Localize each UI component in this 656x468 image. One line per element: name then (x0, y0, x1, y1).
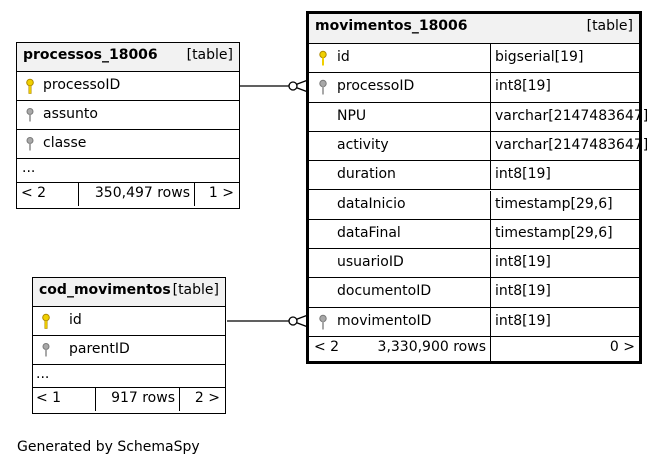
index-key-icon (319, 314, 327, 330)
column-type: varchar[2147483647] (490, 131, 648, 161)
row-count: 917 rows (95, 388, 179, 411)
column-type: int8[19] (490, 278, 639, 307)
table-type: [table] (172, 282, 219, 298)
ellipsis: ... (36, 366, 50, 382)
column-name: activity (337, 136, 389, 153)
column-row: processoID int8[19] (309, 73, 639, 103)
column-name: classe (43, 135, 87, 151)
row-count: 350,497 rows (78, 183, 194, 206)
column-name: movimentoID (337, 312, 432, 329)
column-row: dataInicio timestamp[29,6] (309, 190, 639, 220)
table-type: [table] (586, 18, 633, 34)
primary-key-icon (319, 50, 327, 66)
column-name: id (337, 49, 350, 65)
table-footer: < 2 3,330,900 rows 0 > (309, 337, 639, 361)
column-name: parentID (69, 341, 130, 357)
column-type: varchar[2147483647] (490, 102, 648, 131)
relation-zero-marker (288, 81, 298, 91)
column-row: processoID (17, 72, 239, 101)
column-type: timestamp[29,6] (490, 219, 639, 249)
index-key-icon (319, 80, 327, 95)
generated-by-credit: Generated by SchemaSpy (17, 439, 200, 455)
children-count[interactable]: 0 > (490, 337, 639, 361)
column-row: documentoID int8[19] (309, 278, 639, 308)
table-name: processos_18006 (23, 47, 158, 63)
parents-count[interactable]: < 2 (21, 185, 47, 201)
column-type: bigserial[19] (490, 44, 639, 73)
column-name: NPU (337, 107, 367, 124)
column-name: processoID (337, 78, 415, 95)
table-footer: < 1 917 rows 2 > (33, 388, 225, 411)
index-key-icon (42, 343, 50, 357)
column-row: id (33, 307, 225, 336)
column-type: int8[19] (490, 161, 639, 190)
column-row: usuarioID int8[19] (309, 249, 639, 279)
column-name: id (69, 312, 82, 328)
ellipsis: ... (22, 160, 36, 176)
children-count[interactable]: 2 > (179, 388, 223, 411)
table-movimentos[interactable]: movimentos_18006 [table] id bigserial[19]… (306, 11, 648, 364)
table-header: processos_18006 [table] (17, 43, 239, 72)
relation-processos-movimentos (240, 79, 309, 93)
ellipsis-row: ... (17, 159, 239, 183)
column-name: dataFinal (337, 224, 401, 241)
primary-key-icon (26, 78, 34, 94)
column-name: usuarioID (337, 254, 404, 271)
column-name: processoID (43, 77, 121, 93)
column-row: id bigserial[19] (309, 44, 639, 74)
column-type: int8[19] (490, 307, 639, 336)
table-header: cod_movimentos [table] (33, 278, 225, 307)
column-name: documentoID (337, 283, 432, 300)
column-row: parentID (33, 336, 225, 365)
table-name: cod_movimentos (39, 282, 171, 298)
column-row: classe (17, 130, 239, 159)
parents-count[interactable]: < 2 (314, 339, 340, 355)
column-row: duration int8[19] (309, 161, 639, 191)
table-cod-movimentos[interactable]: cod_movimentos [table] id parentID ... <… (32, 277, 226, 414)
column-name: assunto (43, 106, 98, 122)
relation-zero-marker (288, 316, 298, 326)
column-name: dataInicio (337, 195, 406, 212)
column-row: assunto (17, 101, 239, 130)
parents-count[interactable]: < 1 (36, 390, 62, 406)
children-count[interactable]: 1 > (194, 183, 237, 206)
row-count: 3,330,900 rows (377, 339, 486, 355)
column-row: movimentoID int8[19] (309, 307, 639, 337)
column-type: timestamp[29,6] (490, 190, 639, 219)
column-row: activity varchar[2147483647] (309, 131, 648, 162)
table-type: [table] (186, 47, 233, 63)
column-row: NPU varchar[2147483647] (309, 102, 648, 132)
primary-key-icon (42, 313, 50, 329)
table-header: movimentos_18006 [table] (309, 14, 639, 44)
column-row: dataFinal timestamp[29,6] (309, 219, 639, 250)
table-name: movimentos_18006 (315, 18, 468, 34)
index-key-icon (26, 137, 34, 151)
index-key-icon (26, 108, 34, 122)
table-processos[interactable]: processos_18006 [table] processoID assun… (16, 42, 240, 209)
column-name: duration (337, 166, 396, 183)
column-type: int8[19] (490, 249, 639, 278)
ellipsis-row: ... (33, 365, 225, 388)
table-footer: < 2 350,497 rows 1 > (17, 183, 239, 206)
column-type: int8[19] (490, 73, 639, 102)
